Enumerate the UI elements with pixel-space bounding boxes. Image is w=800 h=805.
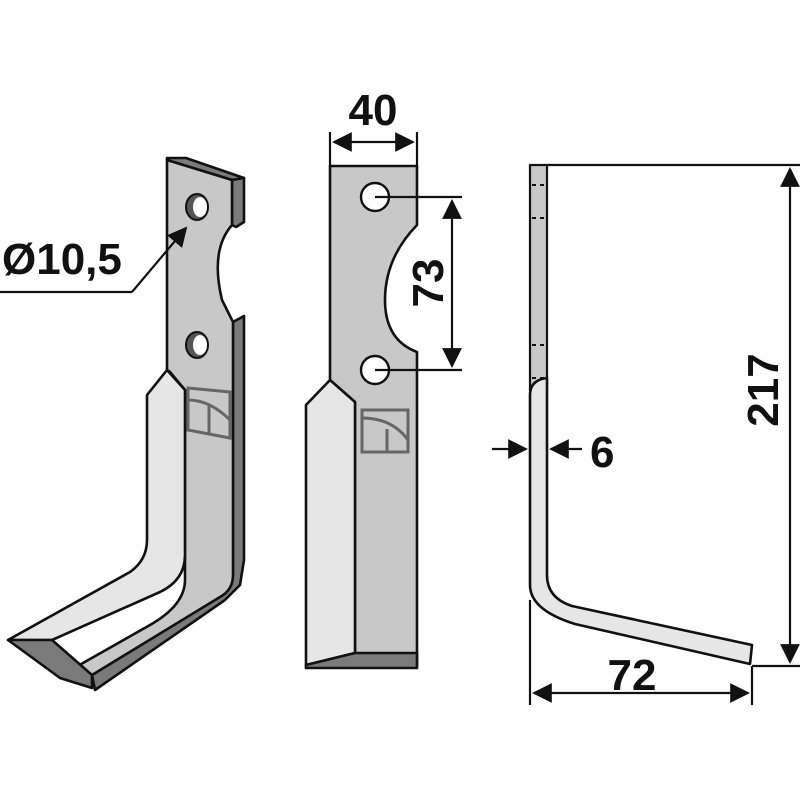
offset-label: 72 (608, 651, 657, 700)
perspective-view: Ø10,5 (0, 156, 246, 692)
thickness-label: 6 (590, 428, 614, 477)
blade-face-upper (58, 158, 235, 678)
hole-diameter-label: Ø10,5 (2, 235, 122, 284)
side-shank (528, 163, 549, 392)
height-label: 217 (739, 353, 788, 426)
side-view: 217 6 72 (492, 163, 800, 705)
front-blade-face (328, 164, 419, 667)
hole-spacing-label: 73 (404, 259, 453, 308)
front-logo-icon (360, 408, 410, 454)
front-blade-bevel (304, 378, 357, 667)
blade-cutting-edge (6, 638, 94, 690)
front-blade-edge (304, 651, 419, 670)
manufacturer-logo-icon (186, 386, 232, 440)
blade-bevel (6, 368, 187, 642)
blade-right-edge (230, 176, 246, 229)
front-view: 40 73 (304, 86, 462, 670)
side-profile (528, 376, 754, 666)
width-label: 40 (349, 86, 398, 135)
